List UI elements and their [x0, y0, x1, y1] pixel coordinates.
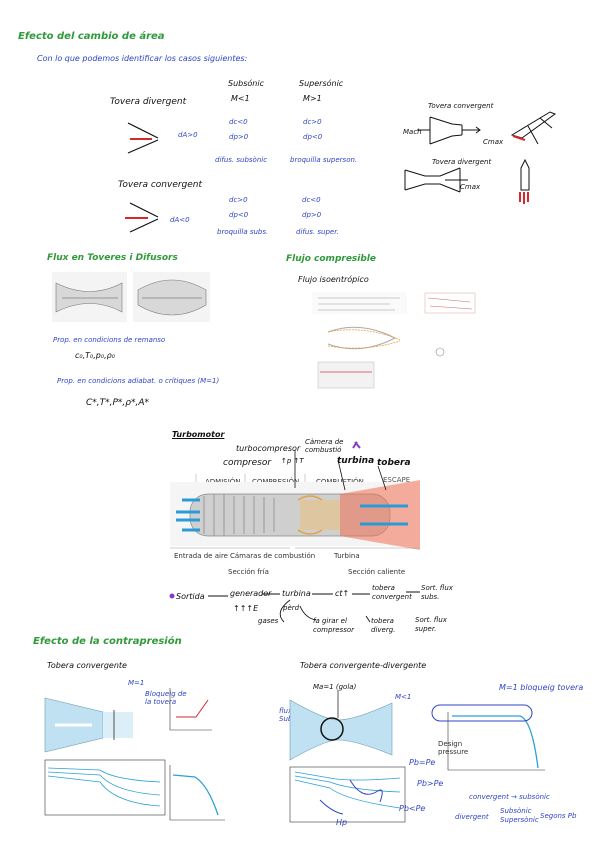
col-subsonic: Subsónic [228, 79, 264, 88]
col-subsonic-mach: M<1 [231, 94, 250, 103]
page-title: Efecto del cambio de área [18, 31, 165, 42]
flux-note2-eq: C*,T*,P*,ρ*,A* [86, 398, 150, 408]
conv-sup-1: dp>0 [302, 211, 322, 219]
pb-lt: Pb<Pe [399, 804, 426, 813]
converging-sketch [129, 202, 159, 233]
div-sup-1: dp<0 [303, 133, 323, 141]
flux-note1-eq: c₀,T₀,p₀,ρ₀ [75, 351, 115, 360]
isentropic-figure [312, 292, 476, 389]
chain-fa-girar: fa girar el compressor [313, 617, 355, 634]
sketch-div-label: Tovera divergent [432, 158, 492, 166]
div-sup-0: dc>0 [303, 118, 322, 126]
cd-mass-flow-plot [431, 704, 545, 771]
turbo-turbocompresor: turbocompresor [236, 444, 301, 453]
conv-sub-2: broquilla subs. [217, 228, 269, 236]
turbo-turbina: turbina [337, 456, 375, 466]
chain-pulls: pèrd [283, 604, 300, 612]
diverging-sketch [127, 122, 159, 154]
dA-div: dA>0 [178, 131, 198, 139]
div-nozzle-icon [404, 167, 468, 193]
m1-label: M=1 [128, 679, 145, 687]
chain-start: Sortida [176, 592, 205, 601]
div-sup-2: broquilla superson. [290, 156, 358, 164]
sketch-conv-in: Mach [403, 128, 422, 136]
div-sub-2: difus. subsònic [215, 156, 268, 164]
hp-label: Hp [336, 818, 348, 827]
comp-subtitle: Flujo isoentrópico [298, 275, 369, 284]
dA-conv: dA<0 [170, 216, 190, 224]
chain-ct: ct↑ [335, 589, 350, 598]
turbo-entrada: Entrada de aire [174, 552, 228, 560]
diverging-label: Tovera divergent [110, 97, 187, 107]
conv-nozzle-icon [417, 116, 481, 145]
conv-sup-2: difus. super. [296, 228, 339, 236]
note-conv: convergent → subsònic [469, 793, 550, 801]
turbo-escape: ESCAPE [383, 476, 411, 484]
chain-tobera: tobera convergent [372, 584, 412, 601]
contra-title: Efecto de la contrapresión [33, 636, 182, 647]
conv-sub-1: dp<0 [229, 211, 249, 219]
chain-gases: gases [258, 617, 279, 625]
cd-mach: Ma=1 (gola) [313, 683, 357, 691]
chain-arrows: ↑↑↑E [233, 604, 259, 613]
turbo-pt: ↑p ↑T [281, 457, 304, 465]
flow-chain-arrows [208, 591, 420, 623]
rocket-icon [519, 158, 530, 204]
sketch-conv-out: Cmax [483, 138, 504, 146]
conv-nozzle-figure [44, 697, 166, 816]
note-div: divergent [455, 813, 489, 821]
chain-sort1: Sort. flux subs. [421, 584, 453, 601]
flux-note1: Prop. en condicions de remanso [53, 336, 166, 344]
sketch-conv-label: Tovera convergent [428, 102, 494, 110]
turbo-camera: Càmera de combustió [305, 438, 344, 454]
turbo-turbina2: Turbina [334, 552, 360, 560]
bloqueig-label: Bloqueig de la tovera [145, 690, 187, 706]
turbo-caliente: Sección caliente [348, 568, 406, 576]
col-supersonic-mach: M>1 [303, 94, 322, 103]
turbo-tobera: tobera [377, 458, 411, 468]
chain-turbina: turbina [282, 589, 311, 598]
conv-sup-0: dc<0 [302, 196, 321, 204]
mass-flow-plot [169, 688, 225, 821]
cd-m1: M<1 [395, 693, 412, 701]
design-pressure: Design pressure [438, 740, 469, 756]
chain-sort2: Sort. flux super. [415, 616, 447, 633]
flux-note2: Prop. en condicions adiabat. o crítiques… [57, 377, 220, 385]
pb-pe: Pb=Pe [409, 758, 436, 767]
turbo-camaras: Cámaras de combustión [230, 552, 316, 560]
turbo-fria: Sección fría [228, 568, 269, 576]
turbo-title: Turbomotor [172, 430, 225, 439]
sketch-div-out: Cmax [460, 183, 481, 191]
contra-sub-conv: Tobera convergente [47, 661, 127, 670]
note-seg: Segons Pb [540, 812, 577, 820]
note-sub: Subsònic [500, 807, 532, 815]
div-sub-1: dp>0 [229, 133, 249, 141]
turbo-compresor: compresor [223, 458, 272, 468]
note-sup: Supersònic [500, 816, 539, 824]
intro-text: Con lo que podemos identificar los casos… [37, 54, 248, 63]
chain-gen: generador [230, 589, 272, 598]
flux-title: Flux en Toveres i Difusors [47, 253, 178, 263]
jet-icon [510, 111, 557, 145]
comp-title: Flujo compresible [286, 254, 376, 264]
converging-label: Tovera convergent [118, 180, 203, 190]
cd-nozzle-figure [289, 690, 406, 823]
conv-sub-0: dc>0 [229, 196, 248, 204]
chain-tobera-div: tobera diverg. [371, 617, 396, 634]
turbofan-figure [170, 474, 420, 550]
col-supersonic: Supersónic [299, 79, 344, 88]
contra-sub-cd: Tobera convergente-divergente [300, 661, 427, 670]
pb-gt: Pb>Pe [417, 779, 444, 788]
div-sub-0: dc<0 [229, 118, 248, 126]
nozzle-diffuser-figure [52, 272, 210, 322]
m1-blocking: M=1 bloqueig tovera [499, 683, 584, 692]
